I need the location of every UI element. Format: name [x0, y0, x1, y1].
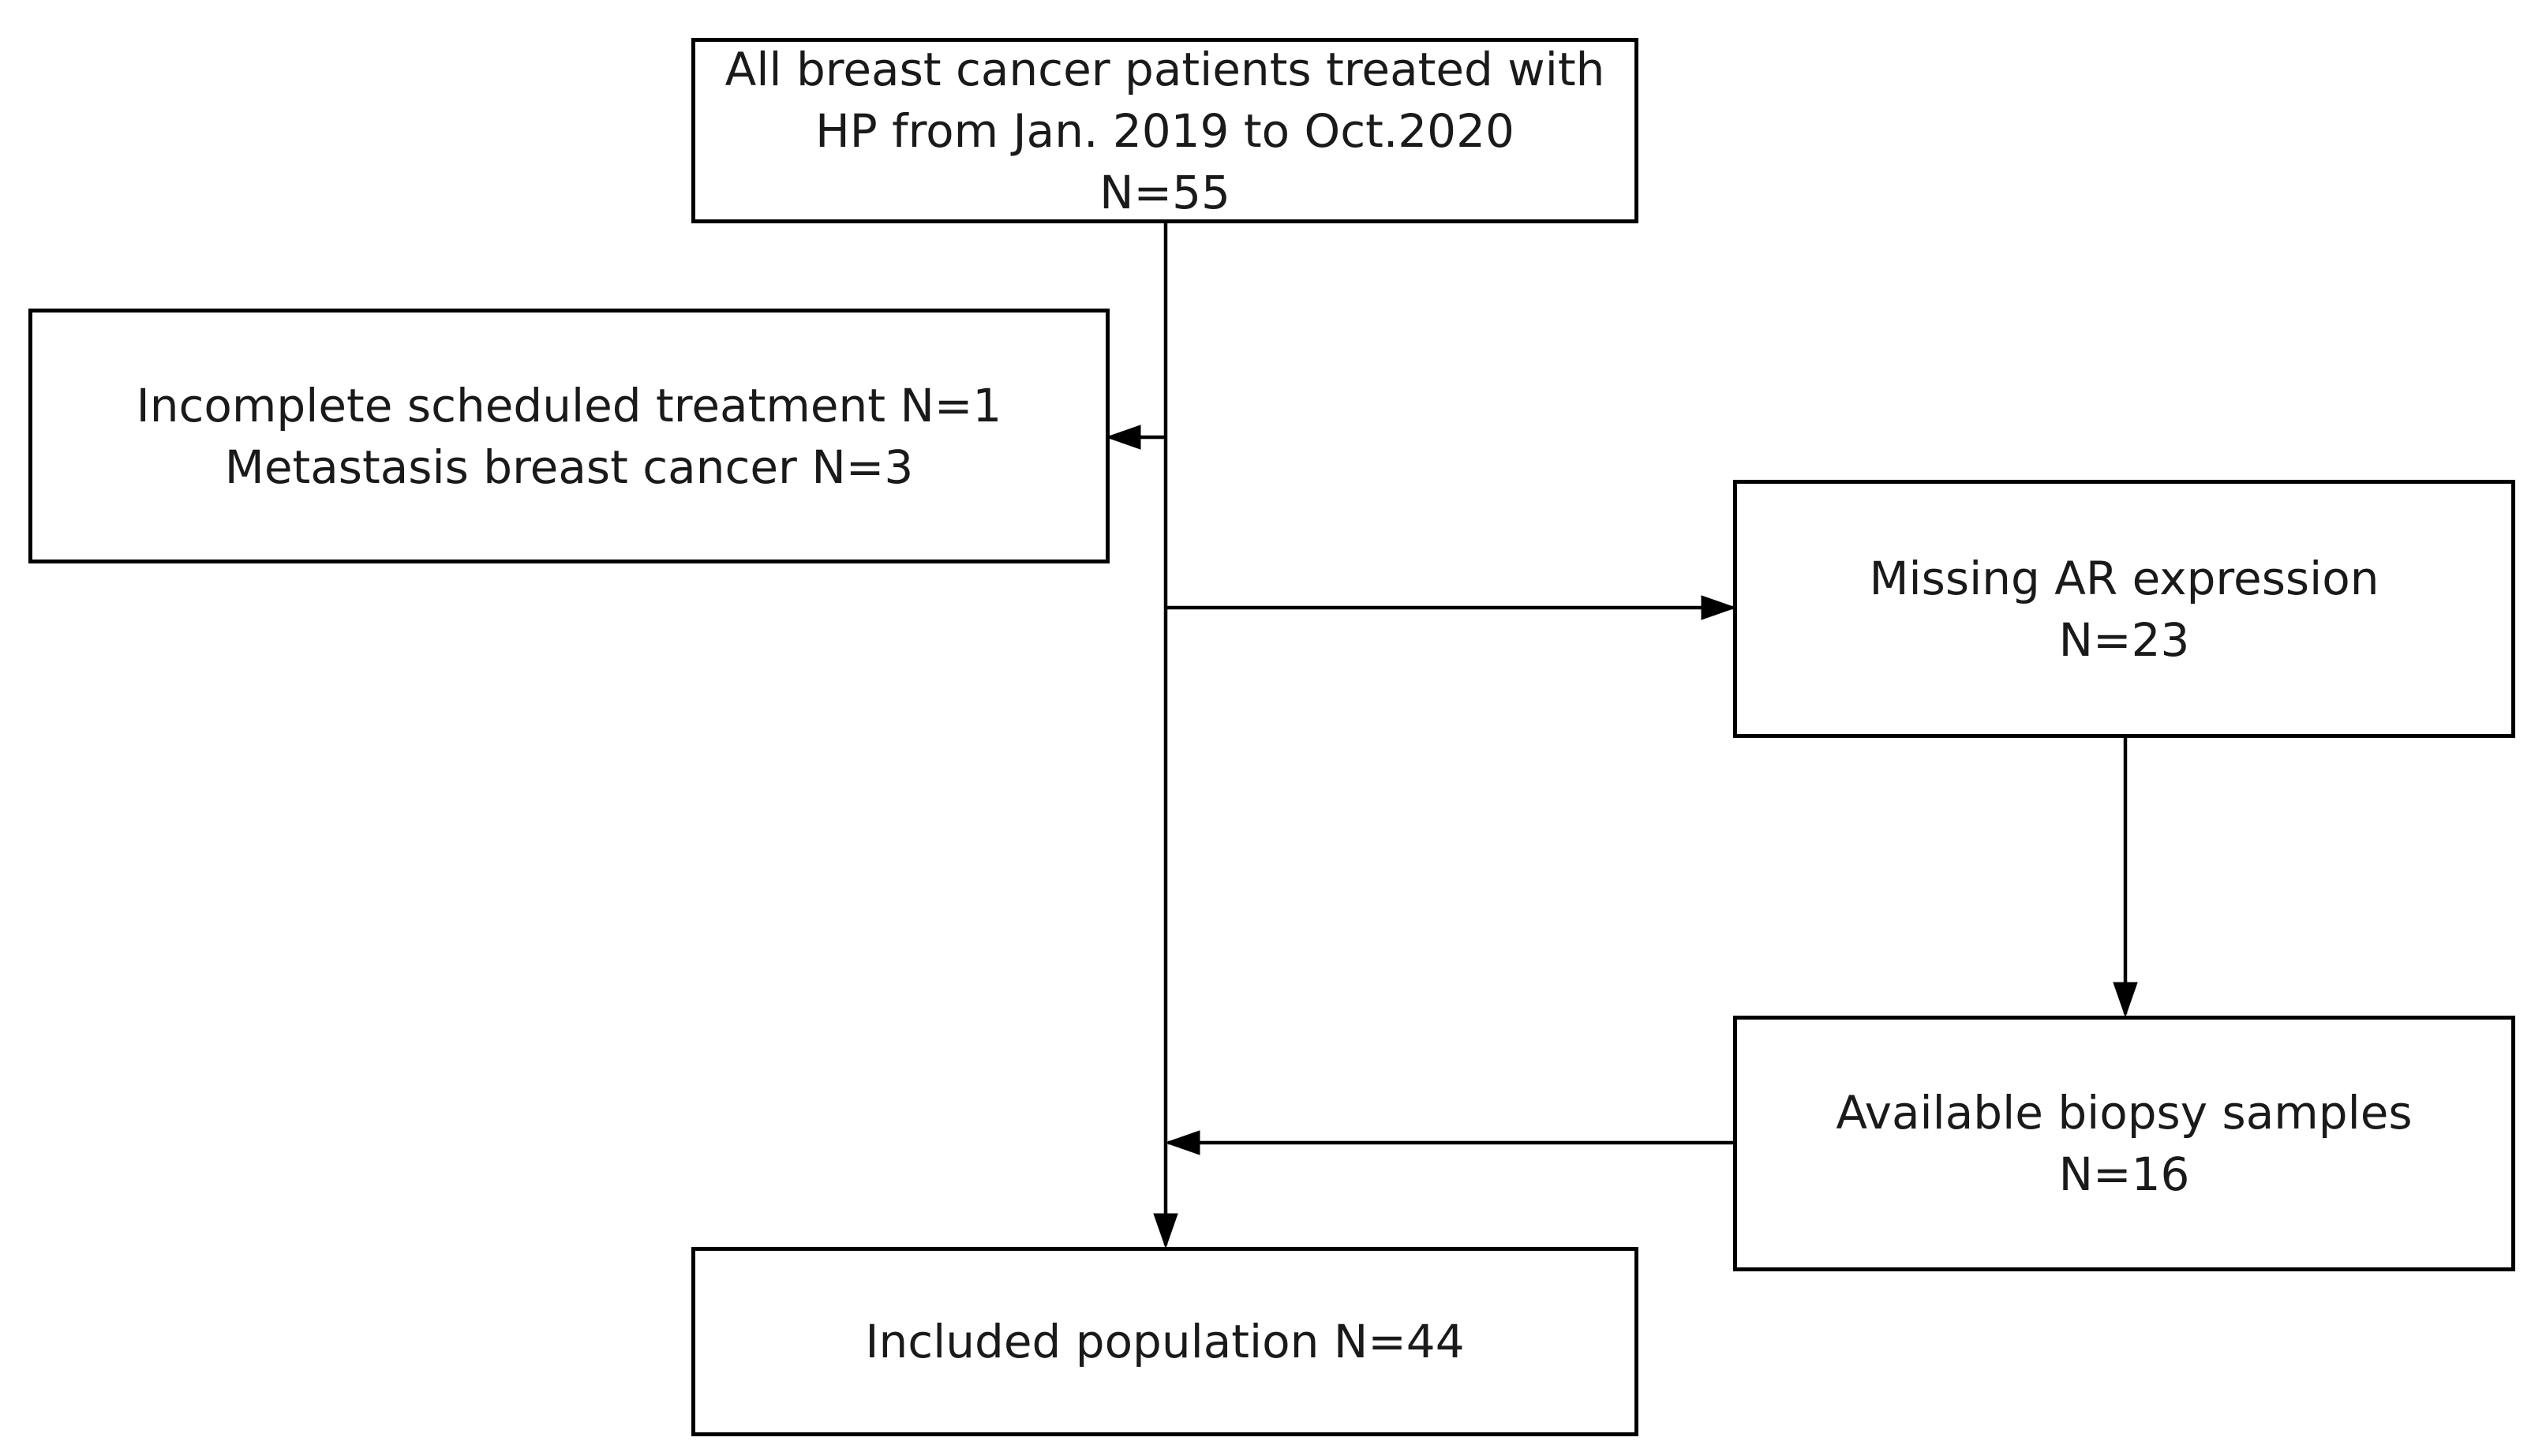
included-line-1: Included population N=44 [865, 1315, 1465, 1368]
all-patients-box: All breast cancer patients treated with … [691, 38, 1638, 223]
excluded-box: Incomplete scheduled treatment N=1 Metas… [28, 309, 1110, 563]
excluded-line-2: Metastasis breast cancer N=3 [224, 440, 914, 494]
missing-ar-line-2: N=23 [2058, 612, 2190, 667]
missing-ar-box: Missing AR expression N=23 [1733, 480, 2515, 738]
all-patients-line-1: All breast cancer patients treated with [724, 42, 1605, 96]
biopsy-line-1: Available biopsy samples [1836, 1086, 2413, 1140]
all-patients-line-2: HP from Jan. 2019 to Oct.2020 [815, 103, 1514, 158]
biopsy-box: Available biopsy samples N=16 [1733, 1016, 2515, 1271]
biopsy-line-2: N=16 [2058, 1147, 2190, 1201]
excluded-line-1: Incomplete scheduled treatment N=1 [136, 378, 1002, 432]
all-patients-line-3: N=55 [1099, 165, 1230, 219]
included-box: Included population N=44 [691, 1247, 1638, 1436]
missing-ar-line-1: Missing AR expression [1869, 551, 2379, 605]
